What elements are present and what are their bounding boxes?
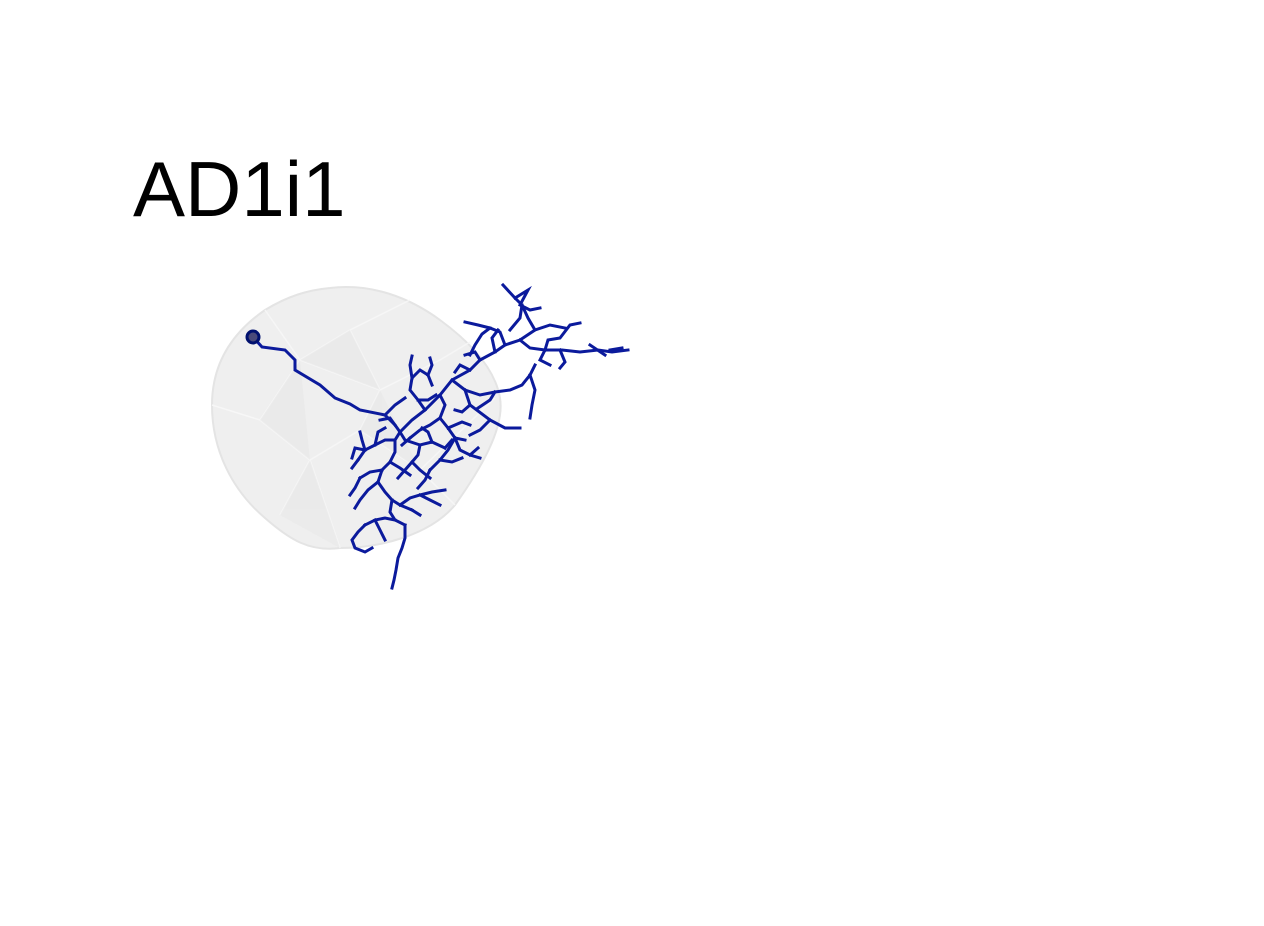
neuropil-shading: [260, 330, 420, 548]
soma-circle-icon: [245, 329, 261, 345]
neuropil-outline: [210, 286, 502, 550]
neuron-skeleton: [250, 282, 630, 590]
neuron-title: AD1i1: [133, 145, 346, 233]
neuropil-mesh: [210, 286, 502, 550]
